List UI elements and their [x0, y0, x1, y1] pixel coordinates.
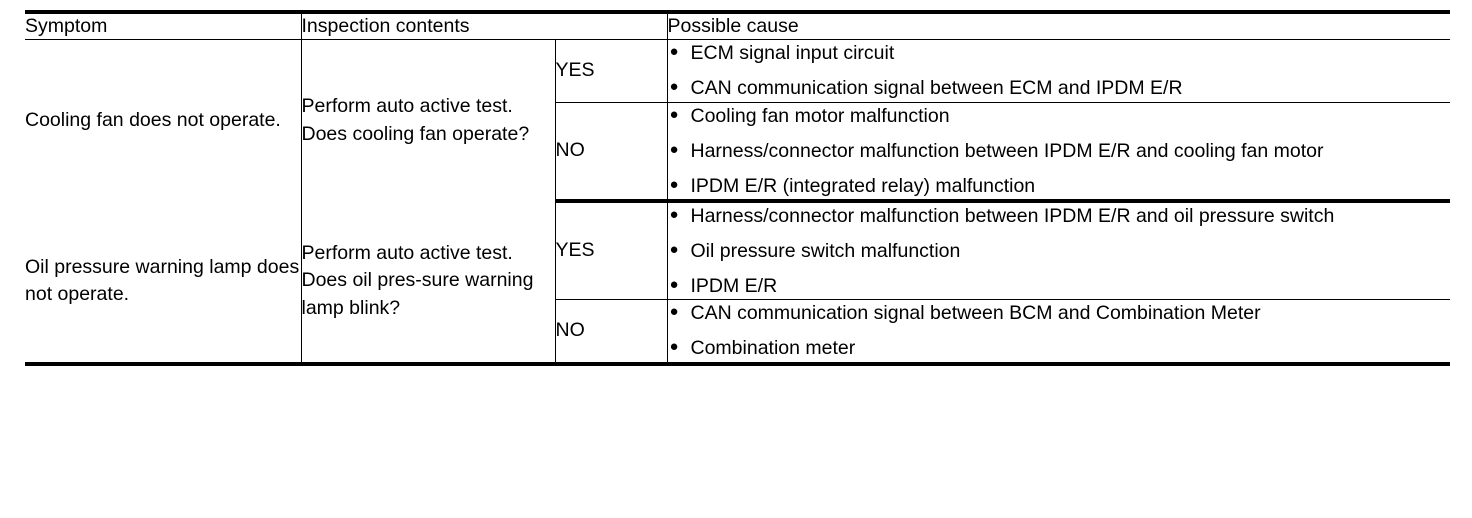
cause-text: Combination meter [690, 337, 856, 360]
possible-cause-cell: ● CAN communication signal between BCM a… [667, 299, 1451, 366]
bullet-icon: ● [669, 303, 679, 321]
list-item: ● ECM signal input circuit [668, 40, 1451, 66]
possible-cause-cell: ● ECM signal input circuit ● CAN communi… [667, 39, 1451, 103]
header-row: Symptom Inspection contents Possible cau… [25, 10, 1450, 41]
bullet-icon: ● [669, 105, 679, 123]
cause-list: ● Cooling fan motor malfunction ● Harnes… [668, 103, 1451, 199]
cause-text: IPDM E/R [690, 275, 778, 298]
result-cell-yes: YES [555, 39, 668, 103]
column-header-possible-cause: Possible cause [667, 10, 1450, 41]
bullet-icon: ● [669, 175, 679, 193]
cause-text: ECM signal input circuit [690, 42, 895, 65]
possible-cause-cell: ● Cooling fan motor malfunction ● Harnes… [667, 102, 1451, 203]
bullet-icon: ● [669, 43, 679, 61]
cause-list: ● ECM signal input circuit ● CAN communi… [668, 40, 1451, 101]
result-cell-no: NO [555, 102, 668, 203]
list-item: ● Harness/connector malfunction between … [668, 203, 1451, 229]
list-item: ● IPDM E/R [668, 273, 1451, 299]
list-item: ● Harness/connector malfunction between … [668, 138, 1451, 164]
result-cell-no: NO [555, 299, 668, 366]
cause-list: ● Harness/connector malfunction between … [668, 203, 1451, 299]
bullet-icon: ● [669, 338, 679, 356]
list-item: ● Combination meter [668, 335, 1451, 361]
list-item: ● Cooling fan motor malfunction [668, 103, 1451, 129]
table-body: Cooling fan does not operate. Perform au… [25, 39, 1451, 366]
cause-text: Harness/connector malfunction between IP… [690, 139, 1324, 162]
cause-text: CAN communication signal between BCM and… [690, 302, 1261, 325]
cause-text: IPDM E/R (integrated relay) malfunction [690, 174, 1036, 197]
table-row: Oil pressure warning lamp does not opera… [25, 200, 1451, 366]
table-row: Cooling fan does not operate. Perform au… [25, 39, 1451, 201]
column-header-symptom: Symptom [25, 10, 302, 41]
bullet-icon: ● [669, 276, 679, 294]
list-item: ● Oil pressure switch malfunction [668, 238, 1451, 264]
table-row: NO ● CAN communication signal between BC… [25, 299, 1451, 366]
list-item: ● CAN communication signal between ECM a… [668, 75, 1451, 101]
symptom-cell: Cooling fan does not operate. [25, 39, 302, 201]
inspection-contents-cell: Perform auto active test. Does cooling f… [301, 39, 556, 201]
cause-text: Cooling fan motor malfunction [690, 104, 950, 127]
bullet-icon: ● [669, 241, 679, 259]
cause-text: Oil pressure switch malfunction [690, 240, 961, 263]
bullet-icon: ● [669, 78, 679, 96]
table-row: NO ● Cooling fan motor malfunction ● Har… [25, 102, 1451, 203]
possible-cause-cell: ● Harness/connector malfunction between … [667, 200, 1451, 301]
diagnosis-symptom-table: Symptom Inspection contents Possible cau… [25, 10, 1450, 366]
cause-text: CAN communication signal between ECM and… [690, 77, 1183, 100]
table-header: Symptom Inspection contents Possible cau… [25, 10, 1450, 41]
result-cell-yes: YES [555, 200, 668, 301]
list-item: ● IPDM E/R (integrated relay) malfunctio… [668, 173, 1451, 199]
list-item: ● CAN communication signal between BCM a… [668, 300, 1451, 326]
cause-list: ● CAN communication signal between BCM a… [668, 300, 1451, 361]
bullet-icon: ● [669, 205, 679, 223]
symptom-cell: Oil pressure warning lamp does not opera… [25, 200, 302, 366]
cause-text: Harness/connector malfunction between IP… [690, 204, 1335, 227]
column-header-inspection-contents: Inspection contents [301, 10, 668, 41]
bullet-icon: ● [669, 140, 679, 158]
inspection-contents-cell: Perform auto active test. Does oil pres-… [301, 200, 556, 366]
